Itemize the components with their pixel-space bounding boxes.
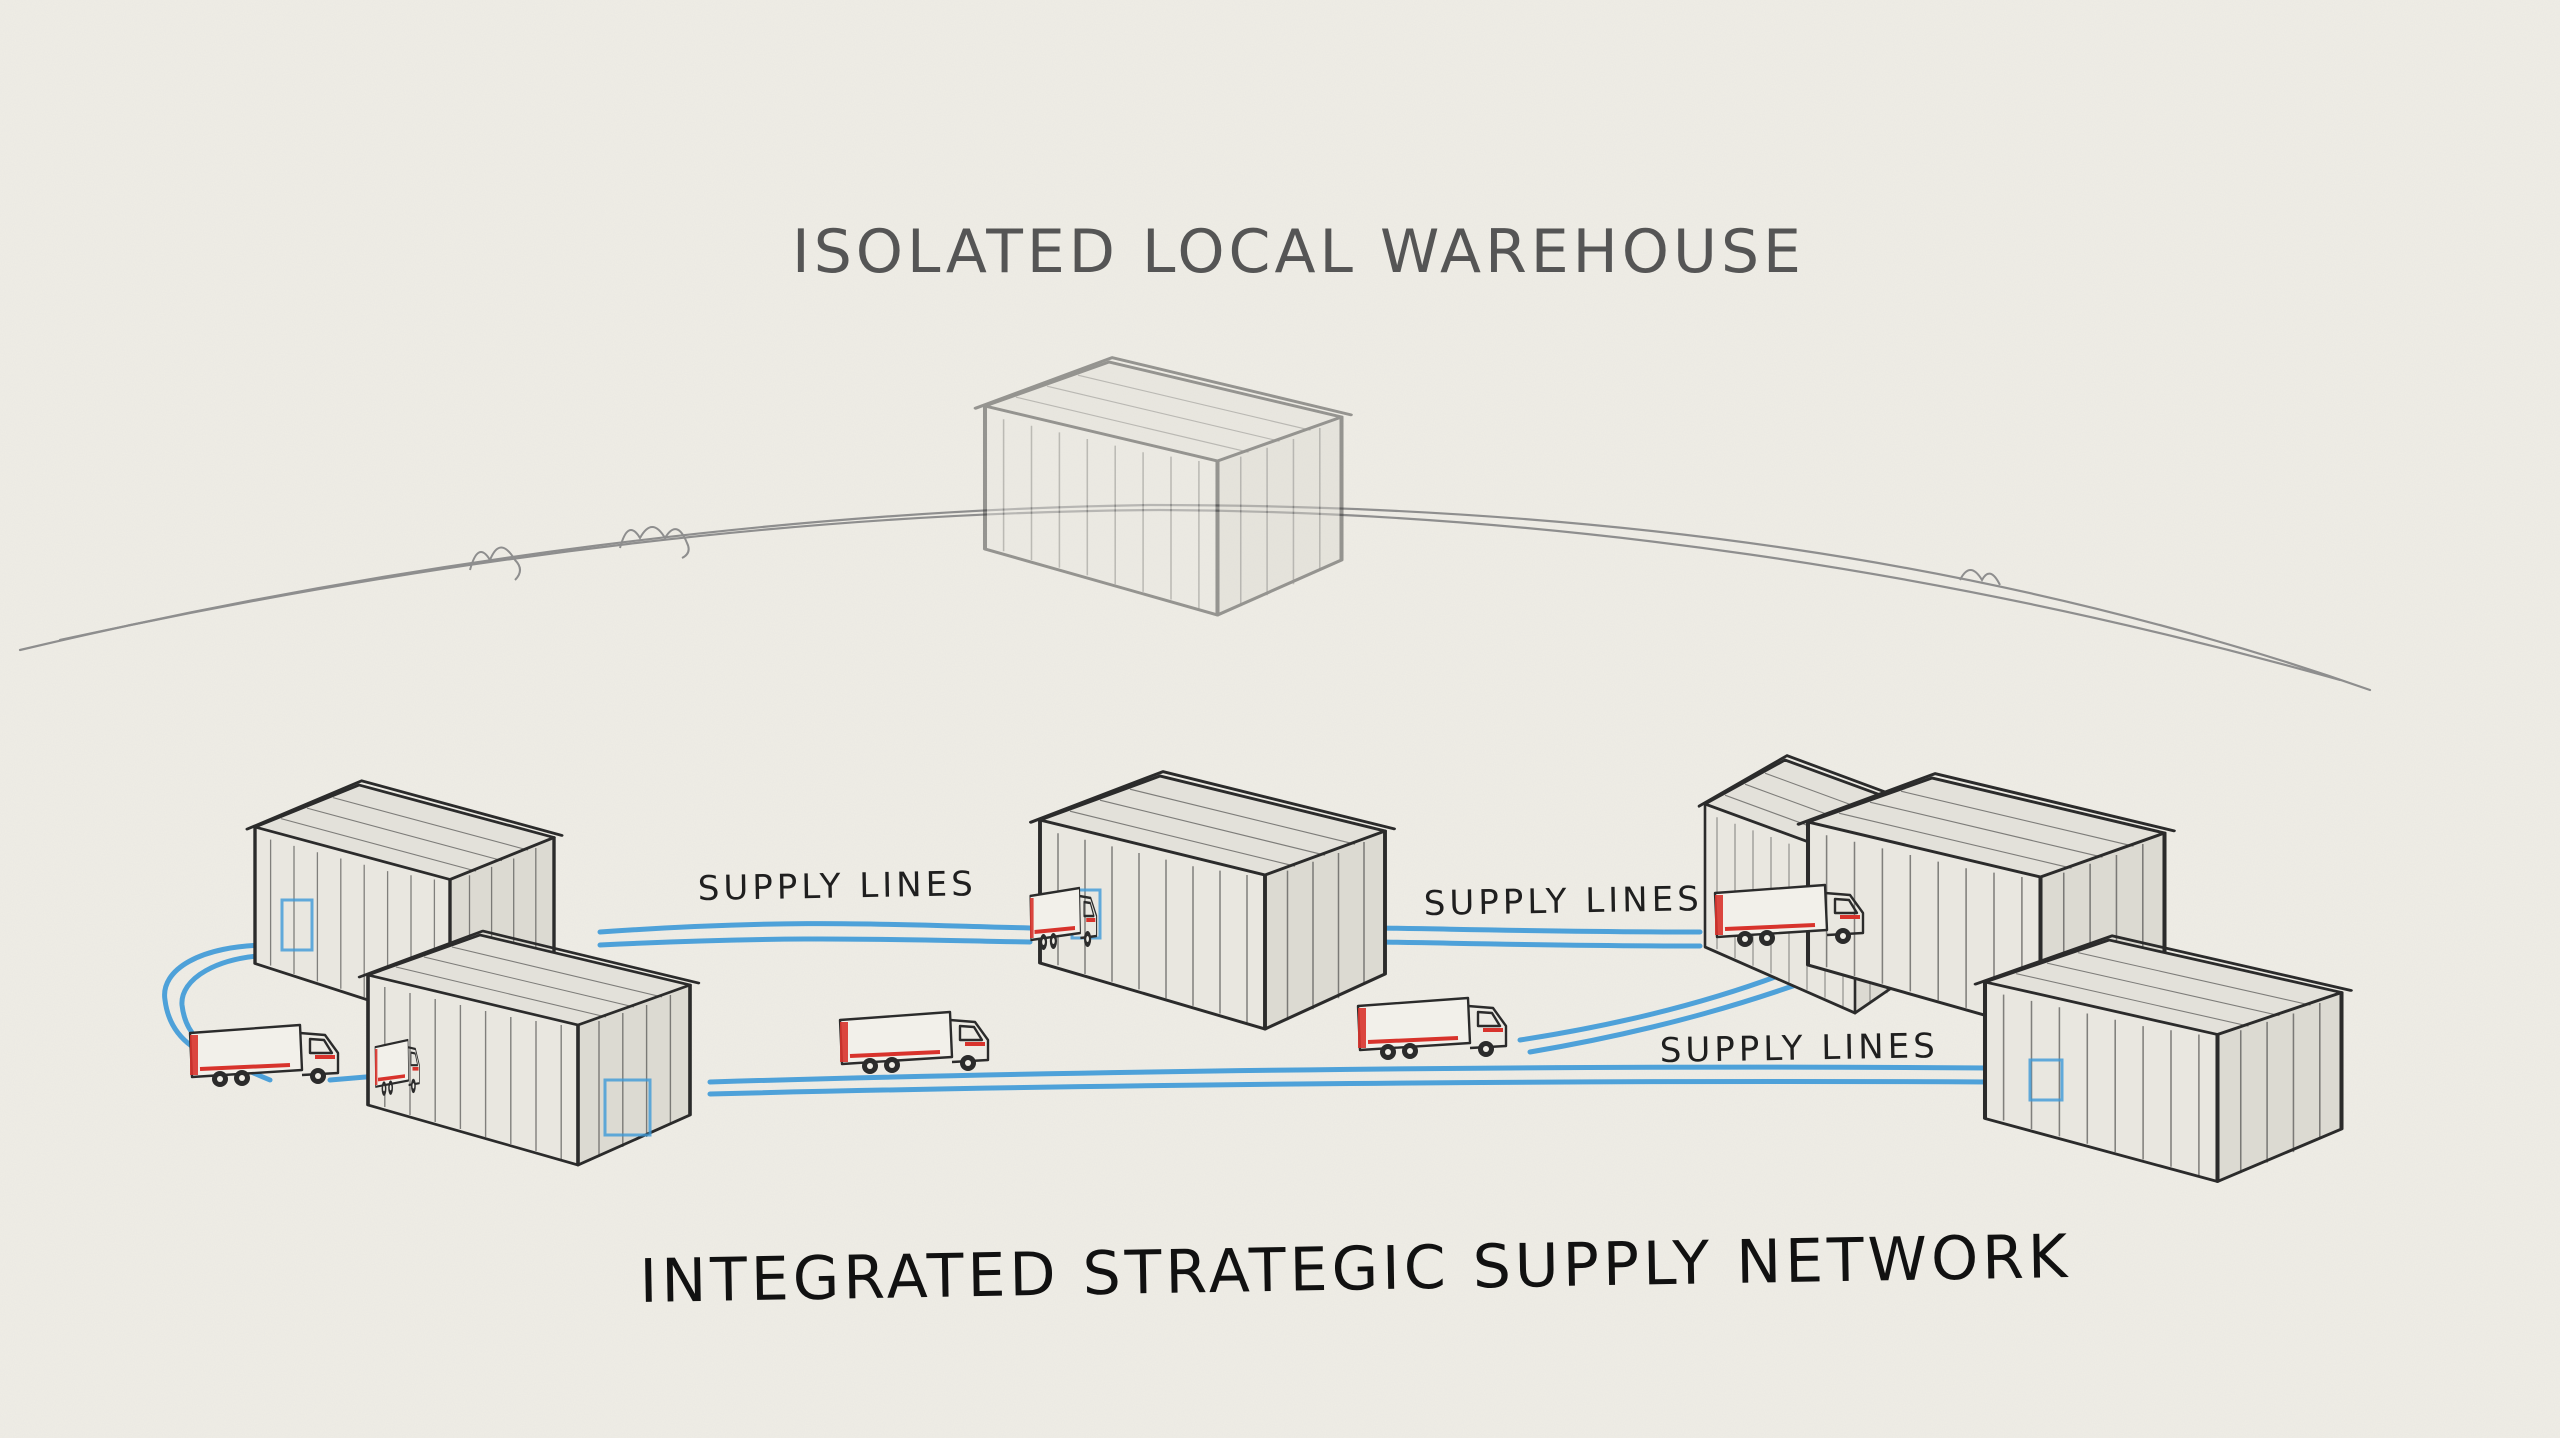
- supply-lines-label-2: SUPPLY LINES: [1423, 879, 1703, 924]
- tree-icon: [469, 526, 2001, 586]
- isolated-warehouse-label: ISOLATED LOCAL WAREHOUSE: [792, 217, 1805, 287]
- supply-lines-label-1: SUPPLY LINES: [697, 864, 977, 909]
- supply-line-network: [162, 921, 1993, 1097]
- supply-lines-label-3: SUPPLY LINES: [1659, 1026, 1939, 1071]
